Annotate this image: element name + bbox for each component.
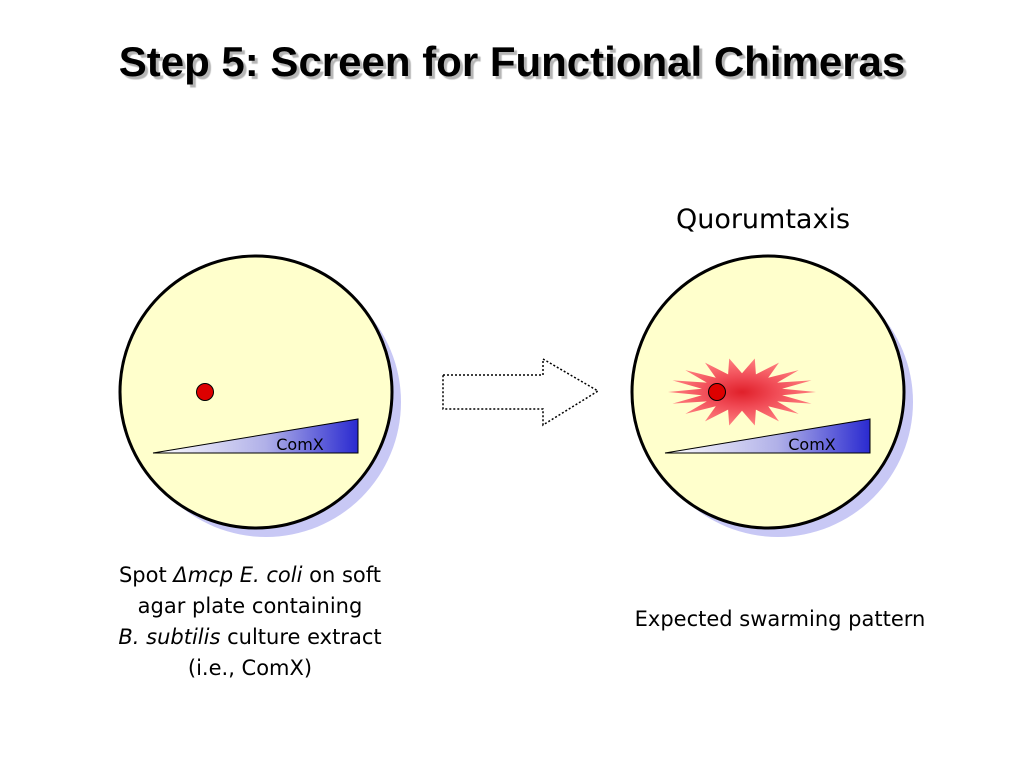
left-caption-line-3: B. subtilis culture extract bbox=[70, 622, 430, 653]
left-comx-label: ComX bbox=[276, 435, 324, 454]
right-caption: Expected swarming pattern bbox=[634, 607, 926, 631]
left-caption: Spot Δmcp E. coli on soft agar plate con… bbox=[70, 560, 430, 684]
right-comx-gradient bbox=[664, 418, 871, 454]
caption-text: on soft bbox=[302, 563, 382, 587]
left-caption-line-2: agar plate containing bbox=[137, 594, 363, 618]
slide-title: Step 5: Screen for Functional Chimeras bbox=[118, 38, 906, 85]
caption-text: culture extract bbox=[220, 625, 382, 649]
left-agar-plate: ComX bbox=[118, 254, 401, 537]
organism-name: B. subtilis bbox=[118, 625, 221, 649]
swarm-pattern bbox=[668, 358, 816, 426]
quorumtaxis-heading: Quorumtaxis bbox=[675, 204, 851, 235]
left-comx-gradient bbox=[152, 418, 359, 454]
organism-name: Δmcp E. coli bbox=[173, 563, 303, 587]
caption-text: Spot bbox=[118, 563, 174, 587]
right-comx-label: ComX bbox=[788, 435, 836, 454]
right-agar-plate: ComX bbox=[630, 254, 913, 537]
right-spot bbox=[708, 383, 726, 401]
left-caption-line-1: Spot Δmcp E. coli on soft bbox=[70, 560, 430, 591]
left-spot bbox=[196, 383, 214, 401]
left-caption-line-4: (i.e., ComX) bbox=[187, 656, 313, 680]
process-arrow bbox=[442, 357, 600, 427]
left-plate bbox=[118, 254, 394, 530]
